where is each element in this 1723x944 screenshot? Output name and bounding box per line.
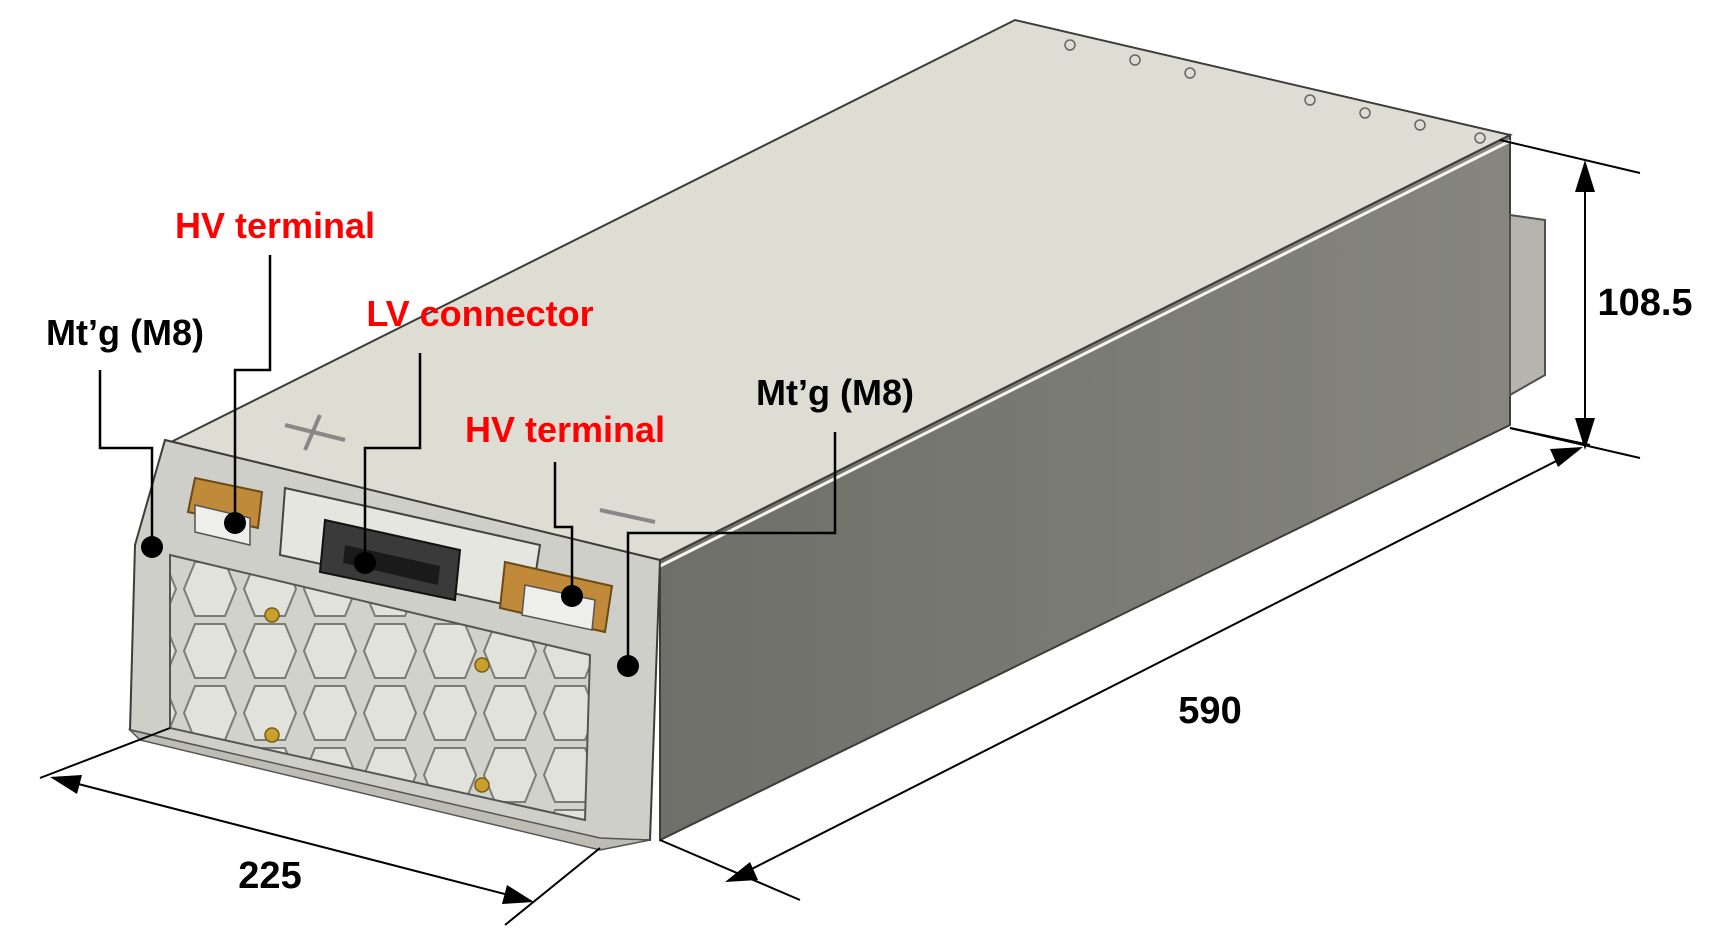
width-ext-right [504, 847, 601, 926]
callout-dot-hv-left [224, 512, 246, 534]
callout-dot-lv [354, 552, 376, 574]
label-hv-terminal-right: HV terminal [465, 409, 665, 450]
leader-lv [363, 353, 422, 563]
width-dim-line [54, 777, 529, 901]
plus-marking [284, 414, 346, 451]
label-mtg-left: Mt’g (M8) [46, 312, 204, 353]
minus-marking [599, 508, 656, 524]
width-ext-left [39, 727, 171, 779]
callout-leaders [98, 255, 837, 677]
leader-hv-right [553, 462, 574, 596]
top-plate-features [284, 39, 1486, 524]
dimension-labels: 108.5 590 225 [238, 282, 1692, 897]
rear-flange [1509, 213, 1546, 397]
callout-labels: HV terminal LV connector HV terminal Mt’… [46, 205, 914, 450]
dim-label-length: 590 [1178, 690, 1241, 732]
bolt [474, 777, 490, 793]
width-arrow-left [50, 775, 82, 794]
top-hole [1474, 132, 1486, 144]
height-arrow-top [1575, 160, 1595, 192]
bolt [264, 607, 280, 623]
top-hole [1359, 107, 1371, 119]
top-hole [1304, 94, 1316, 106]
height-ext-top [1499, 139, 1641, 174]
base-strip [127, 728, 651, 851]
length-ext-rear [1509, 427, 1591, 446]
bolt [264, 727, 280, 743]
label-lv-connector: LV connector [366, 293, 593, 334]
callout-dot-hv-right [561, 585, 583, 607]
width-arrow-right [502, 885, 534, 904]
length-dim-line [729, 449, 1579, 881]
leader-mtg-left [98, 370, 154, 547]
top-hole [1064, 39, 1076, 51]
leader-mtg-right [626, 432, 837, 666]
length-ext-front [659, 839, 801, 901]
dimension-lines [39, 139, 1641, 926]
top-hole [1414, 119, 1426, 131]
module-body [127, 18, 1546, 851]
top-hole [1184, 67, 1196, 79]
label-mtg-right: Mt’g (M8) [756, 372, 914, 413]
dim-label-height: 108.5 [1597, 282, 1692, 324]
length-arrow-front [725, 862, 758, 882]
callout-dot-mtg-right [617, 655, 639, 677]
bolt [474, 657, 490, 673]
top-hole [1129, 54, 1141, 66]
dim-label-width: 225 [238, 855, 301, 897]
leader-hv-left [233, 255, 272, 523]
length-arrow-rear [1550, 447, 1583, 467]
label-hv-terminal-left: HV terminal [175, 205, 375, 246]
front-components [186, 476, 614, 793]
height-arrow-bottom [1575, 418, 1595, 450]
callout-dot-mtg-left [141, 536, 163, 558]
